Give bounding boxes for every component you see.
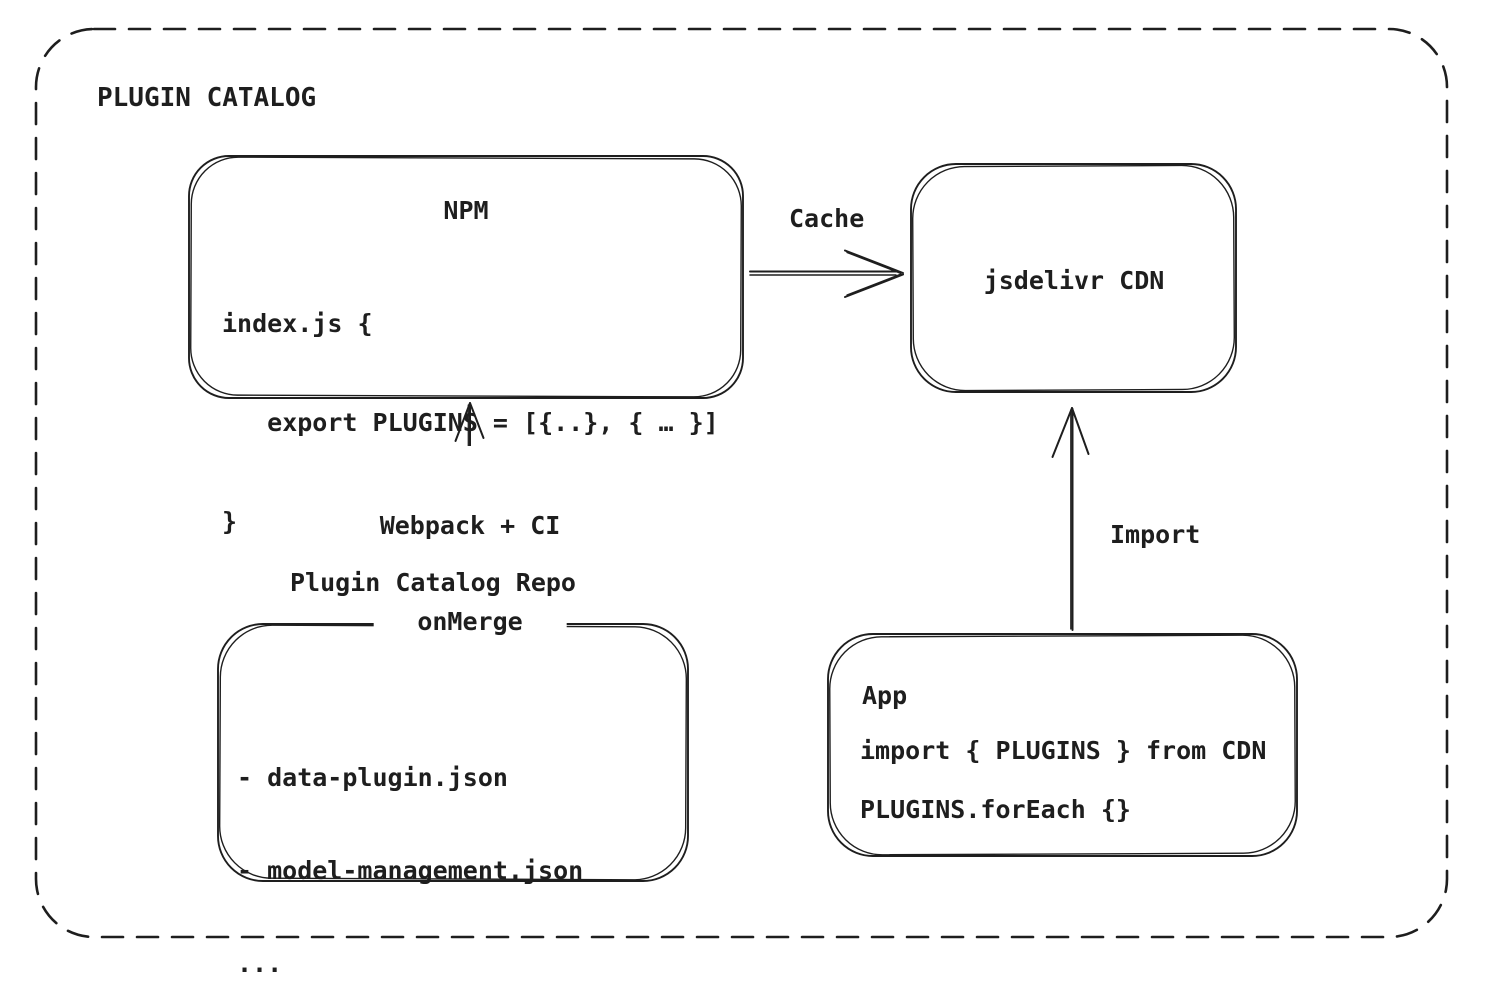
app-title: App: [862, 681, 908, 710]
app-code-line: PLUGINS.forEach {}: [860, 795, 1131, 824]
cdn-label: jsdelivr CDN: [983, 266, 1165, 295]
build-arrow-label-line: onMerge: [417, 607, 523, 636]
npm-code-block: index.js { export PLUGINS = [{..}, { … }…: [222, 241, 719, 604]
app-box: [827, 633, 1298, 857]
npm-code-line: index.js {: [222, 309, 373, 338]
import-arrow-label: Import: [1110, 520, 1201, 549]
repo-file-item: ...: [237, 949, 283, 978]
catalog-frame-border: [34, 27, 1449, 939]
repo-file-item: - data-plugin.json: [237, 763, 508, 792]
repo-file-list: - data-plugin.json - model-management.js…: [237, 700, 583, 1002]
app-code-line: import { PLUGINS } from CDN: [860, 736, 1267, 765]
build-arrow-label-line: Webpack + CI: [379, 511, 561, 540]
npm-title: NPM: [443, 196, 489, 225]
repo-title: Plugin Catalog Repo: [290, 568, 576, 597]
cache-arrow-label: Cache: [789, 204, 865, 233]
import-arrow: [1051, 407, 1090, 631]
npm-box: [188, 155, 744, 399]
npm-code-line: }: [222, 507, 238, 536]
repo-file-item: - model-management.json: [237, 856, 584, 885]
npm-code-line: export PLUGINS = [{..}, { … }]: [222, 408, 719, 437]
build-arrow-label: Webpack + CI onMerge: [373, 446, 567, 702]
cache-arrow: [749, 249, 904, 298]
frame-title: PLUGIN CATALOG: [97, 83, 317, 113]
cdn-box: [910, 163, 1237, 393]
